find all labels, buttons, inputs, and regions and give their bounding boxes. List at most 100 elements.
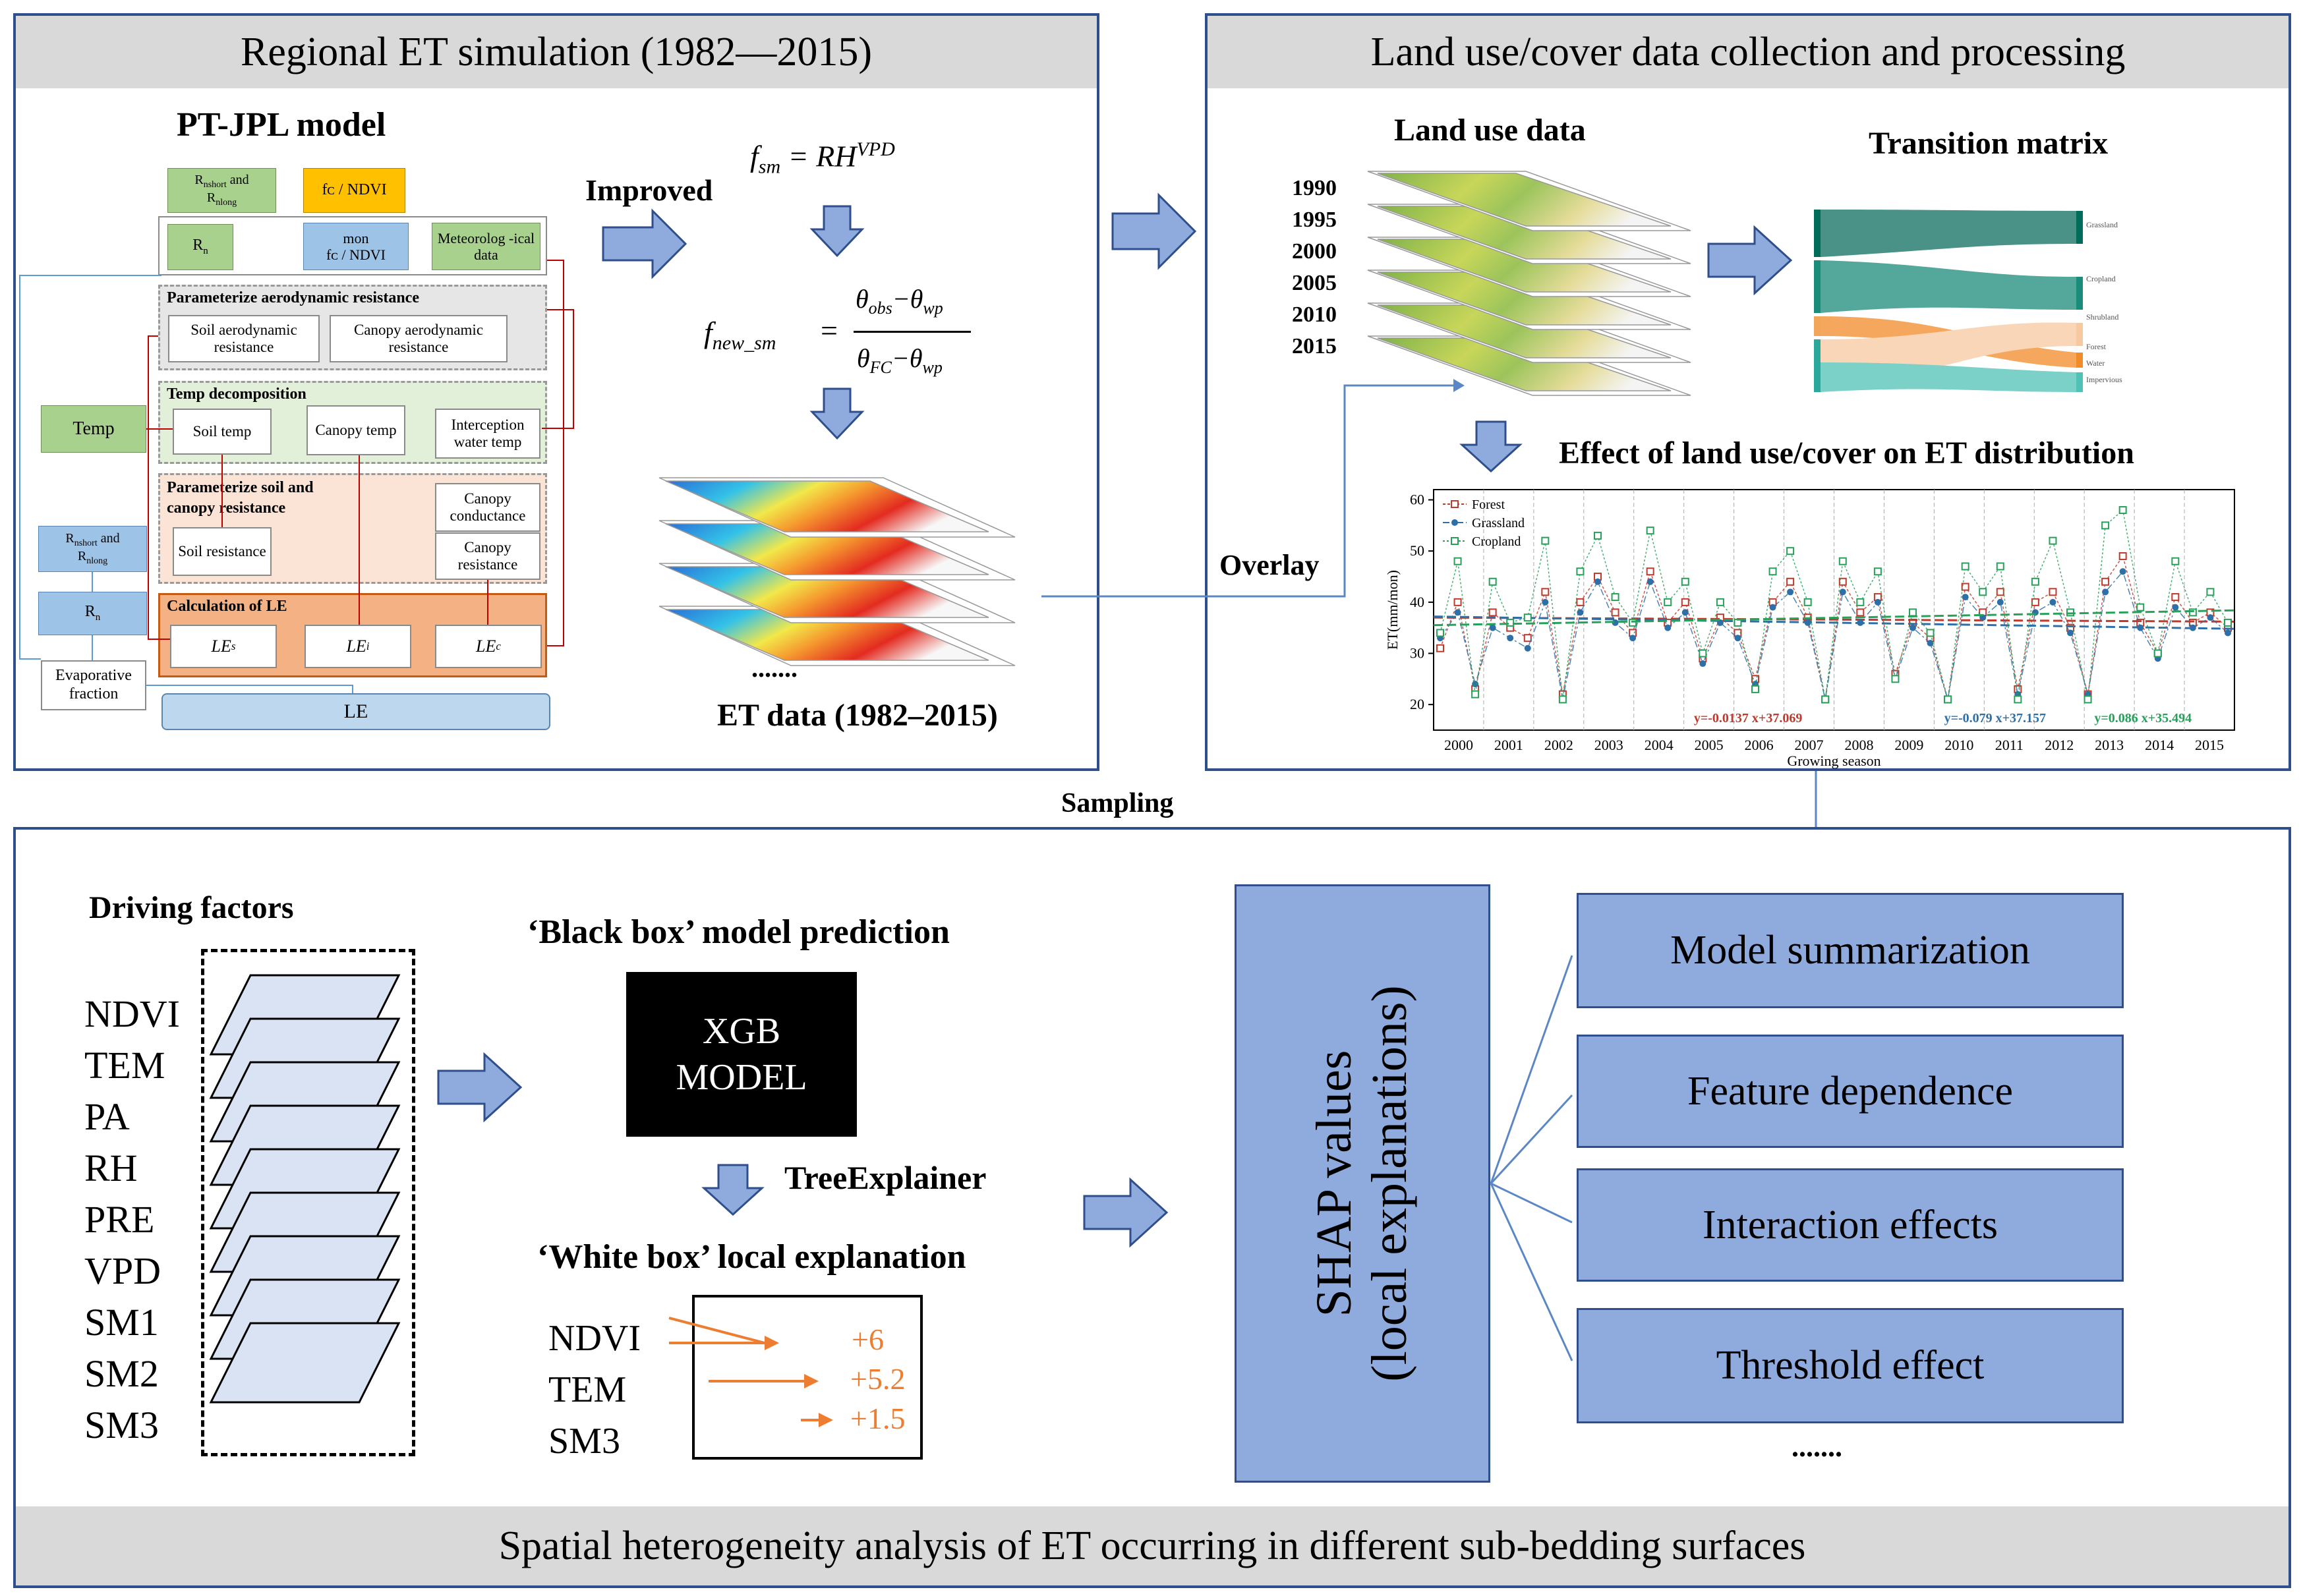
chart-point-grassland [1909, 624, 1916, 631]
chart-x-tick-label: 2015 [2195, 737, 2224, 753]
year-2005: 2005 [1292, 271, 1337, 295]
down-arrow-landuse [1459, 420, 1523, 473]
formula-fnew-sm-lhs: fnew_sm [704, 316, 776, 355]
chart-point-cropland [2049, 536, 2057, 545]
chart-point-grassland [2225, 629, 2231, 637]
chart-point-grassland [1454, 609, 1461, 616]
sankey-label-impervious: Impervious [2086, 375, 2122, 384]
chart-y-tick-label: 40 [1410, 594, 1424, 610]
explanation-features: NDVI TEM SM3 [548, 1313, 641, 1467]
chart-series-line [1440, 570, 2229, 700]
chart-point-cropland [1961, 562, 1969, 571]
evaporative-fraction-box: Evaporative fraction [41, 660, 146, 710]
panel-regional-et-title: Regional ET simulation (1982—2015) [16, 16, 1097, 88]
formula-fnew-sm-eq: = [821, 314, 838, 347]
chart-point-grassland [1874, 598, 1881, 606]
down-arrow-treeexplainer [701, 1164, 765, 1216]
chart-x-tick-label: 2008 [1844, 737, 1873, 753]
chart-point-cropland [1838, 557, 1847, 565]
down-arrow-formula-2 [809, 387, 865, 440]
factor-ndvi: NDVI [84, 992, 180, 1035]
chart-point-cropland [2014, 695, 2022, 704]
chart-point-cropland [2206, 588, 2215, 596]
canopy-conductance-box: Canopy conductance [435, 483, 540, 532]
chart-point-grassland [1507, 635, 1514, 642]
chart-point-grassland [2172, 604, 2179, 611]
chart-point-cropland [1786, 547, 1795, 556]
chart-point-forest [1576, 598, 1585, 606]
sankey-label-cropland: Cropland [2086, 274, 2116, 283]
formula-fnew-sm-den: θFC−θwp [857, 343, 943, 377]
chart-point-grassland [1647, 578, 1654, 585]
chart-point-grassland [1769, 604, 1776, 611]
chart-y-tick-label: 50 [1410, 542, 1424, 559]
chart-point-cropland [1891, 675, 1900, 683]
chart-point-cropland [2118, 506, 2127, 515]
chart-point-cropland [1751, 685, 1759, 693]
result-interaction-effects: Interaction effects [1577, 1168, 2124, 1282]
temp-decomposition-title: Temp decomposition [167, 385, 306, 403]
improved-label: Improved [585, 173, 713, 207]
chart-point-grassland [1962, 594, 1969, 601]
chart-y-tick-label: 30 [1410, 645, 1424, 662]
year-2015: 2015 [1292, 334, 1337, 358]
land-use-data-title: Land use data [1394, 113, 1586, 148]
chart-y-tick-label: 60 [1410, 492, 1424, 508]
chart-point-cropland [1699, 649, 1707, 658]
panel-spatial-analysis-footer: Spatial heterogeneity analysis of ET occ… [16, 1506, 2288, 1585]
chart-point-forest [1523, 634, 1532, 642]
chart-point-forest [1786, 577, 1795, 586]
chart-point-forest [1611, 608, 1619, 617]
rn-box: Rn [167, 224, 233, 270]
sankey-diagram [1814, 210, 2083, 392]
canopy-resistance-box: Canopy resistance [435, 532, 540, 580]
chart-point-forest [1646, 567, 1654, 576]
shap-line-2: (local explanations) [1362, 985, 1417, 1382]
chart-point-grassland [2049, 598, 2056, 606]
chart-point-cropland [2188, 608, 2197, 617]
chart-x-tick-label: 2001 [1494, 737, 1523, 753]
et-map-stack [658, 477, 1016, 666]
results-more-dots: ....... [1792, 1431, 1842, 1463]
driving-factors-title: Driving factors [89, 890, 294, 925]
shap-values-text: SHAP values (local explanations) [1283, 887, 1442, 1480]
factor-tem: TEM [84, 1044, 165, 1087]
chart-x-tick-label: 2003 [1594, 737, 1623, 753]
canopy-aero-resistance: Canopy aerodynamic resistance [330, 315, 508, 362]
shap-values-box [1235, 884, 1490, 1483]
et-dots: ....... [751, 653, 798, 683]
chart-point-grassland [1787, 588, 1794, 596]
chart-x-tick-label: 2002 [1544, 737, 1573, 753]
arrow-to-transition [1707, 225, 1793, 296]
chart-point-grassland [1734, 635, 1741, 642]
le-calculation-title: Calculation of LE [167, 598, 287, 615]
chart-point-cropland [2224, 618, 2232, 627]
chart-point-cropland [1594, 531, 1602, 540]
model-label: MODEL [676, 1057, 807, 1098]
year-1990: 1990 [1292, 176, 1337, 200]
sankey-label-water: Water [2086, 358, 2105, 368]
chart-point-grassland [1664, 624, 1672, 631]
chart-point-cropland [1611, 593, 1619, 602]
chart-legend-label: Forest [1472, 498, 1505, 512]
factor-sm2: SM2 [84, 1352, 159, 1395]
chart-legend-label: Grassland [1472, 516, 1525, 530]
aero-resistance-title: Parameterize aerodynamic resistance [167, 289, 419, 306]
explain-feature-ndvi: NDVI [548, 1318, 641, 1359]
xgb-model-box: XGB MODEL [626, 972, 857, 1137]
chart-point-cropland [2084, 695, 2092, 704]
chart-x-axis-label: Growing season [1787, 753, 1880, 769]
temp-input: Temp [41, 405, 146, 453]
chart-x-tick-label: 2014 [2145, 737, 2174, 753]
chart-legend-marker [1451, 537, 1459, 545]
chart-point-grassland [1839, 588, 1846, 596]
overlay-label: Overlay [1219, 549, 1320, 581]
chart-point-cropland [1979, 588, 1987, 596]
et-data-label: ET data (1982–2015) [717, 698, 998, 733]
explanation-box [692, 1295, 923, 1460]
